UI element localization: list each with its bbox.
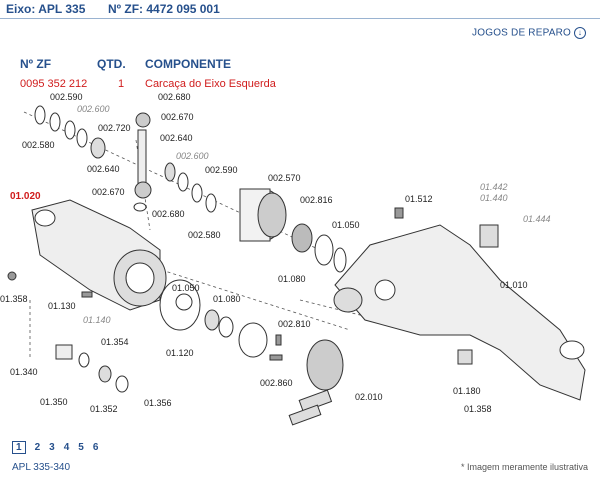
label-01080a: 01.080: [278, 274, 306, 284]
row-component[interactable]: Carcaça do Eixo Esquerda: [145, 78, 276, 90]
right-washers[interactable]: [164, 162, 217, 213]
label-01512: 01.512: [405, 194, 433, 204]
label-002580a: 002.580: [22, 140, 55, 150]
label-002670b: 002.670: [92, 187, 125, 197]
circle-down-arrow-icon: ↓: [574, 27, 586, 39]
label-01120: 01.120: [166, 348, 194, 358]
label-002590a: 002.590: [50, 92, 83, 102]
label-01340: 01.340: [10, 367, 38, 377]
label-002590b: 002.590: [205, 165, 238, 175]
label-002640b: 002.640: [87, 164, 120, 174]
page-4[interactable]: 4: [63, 442, 70, 453]
label-01010: 01.010: [500, 280, 528, 290]
row-zf[interactable]: 0095 352 212: [20, 78, 88, 90]
label-01080b: 01.080: [213, 294, 241, 304]
lower-rings[interactable]: [55, 344, 129, 393]
label-002816: 002.816: [300, 195, 333, 205]
page-1[interactable]: 1: [12, 441, 26, 454]
label-002720: 002.720: [98, 123, 131, 133]
label-01020: 01.020: [10, 191, 41, 202]
label-01356: 01.356: [144, 398, 172, 408]
repair-kits-link[interactable]: JOGOS DE REPARO↓: [472, 27, 586, 39]
label-01354: 01.354: [101, 337, 129, 347]
label-002640a: 002.640: [160, 133, 193, 143]
label-002580b: 002.580: [188, 230, 221, 240]
page-5[interactable]: 5: [78, 442, 84, 453]
zf-number-label: Nº ZF: 4472 095 001: [108, 2, 220, 16]
label-01442: 01.442: [480, 182, 508, 192]
label-01140: 01.140: [83, 315, 111, 325]
illustration-note: * Imagem meramente ilustrativa: [460, 462, 588, 472]
right-axle-housing[interactable]: [333, 207, 586, 401]
label-01440: 01.440: [480, 193, 508, 203]
label-002810: 002.810: [278, 319, 311, 329]
label-01350: 01.350: [40, 397, 68, 407]
label-01050a: 01.050: [332, 220, 360, 230]
header-bar: Eixo: APL 335 Nº ZF: 4472 095 001: [0, 0, 600, 19]
label-01444: 01.444: [523, 214, 551, 224]
label-002860: 002.860: [260, 378, 293, 388]
page-3[interactable]: 3: [49, 442, 55, 453]
left-axle-housing[interactable]: [7, 199, 167, 311]
label-002680a: 002.680: [158, 92, 191, 102]
label-01050b: 01.050: [172, 283, 200, 293]
label-002670a: 002.670: [161, 112, 194, 122]
label-02010: 02.010: [355, 392, 383, 402]
spider-gears[interactable]: [133, 112, 152, 212]
label-01358b: 01.358: [464, 404, 492, 414]
bearing-group[interactable]: [159, 279, 283, 361]
col-header-qty: QTD.: [97, 57, 126, 71]
label-01180: 01.180: [453, 386, 481, 396]
label-01130: 01.130: [48, 301, 76, 311]
label-002570: 002.570: [268, 173, 301, 183]
repair-kits-label: JOGOS DE REPARO: [472, 27, 571, 39]
ring-pinion[interactable]: [288, 339, 344, 426]
label-002600a: 002.600: [77, 104, 110, 114]
page-2[interactable]: 2: [34, 442, 41, 453]
page-6[interactable]: 6: [92, 442, 99, 453]
row-qty: 1: [118, 78, 125, 90]
col-header-component: COMPONENTE: [145, 57, 232, 71]
label-01358a: 01.358: [0, 294, 28, 304]
part-labels: 002.590 002.580 002.600 002.680 002.670 …: [0, 92, 551, 414]
label-002680b: 002.680: [152, 209, 185, 219]
left-washers[interactable]: [34, 105, 106, 159]
col-header-zf: Nº ZF: [20, 57, 52, 71]
label-01352: 01.352: [90, 404, 118, 414]
label-002600b: 002.600: [176, 151, 209, 161]
differential-case[interactable]: [239, 188, 347, 273]
axle-label: Eixo: APL 335: [6, 2, 86, 16]
model-footer: APL 335-340: [12, 462, 71, 473]
